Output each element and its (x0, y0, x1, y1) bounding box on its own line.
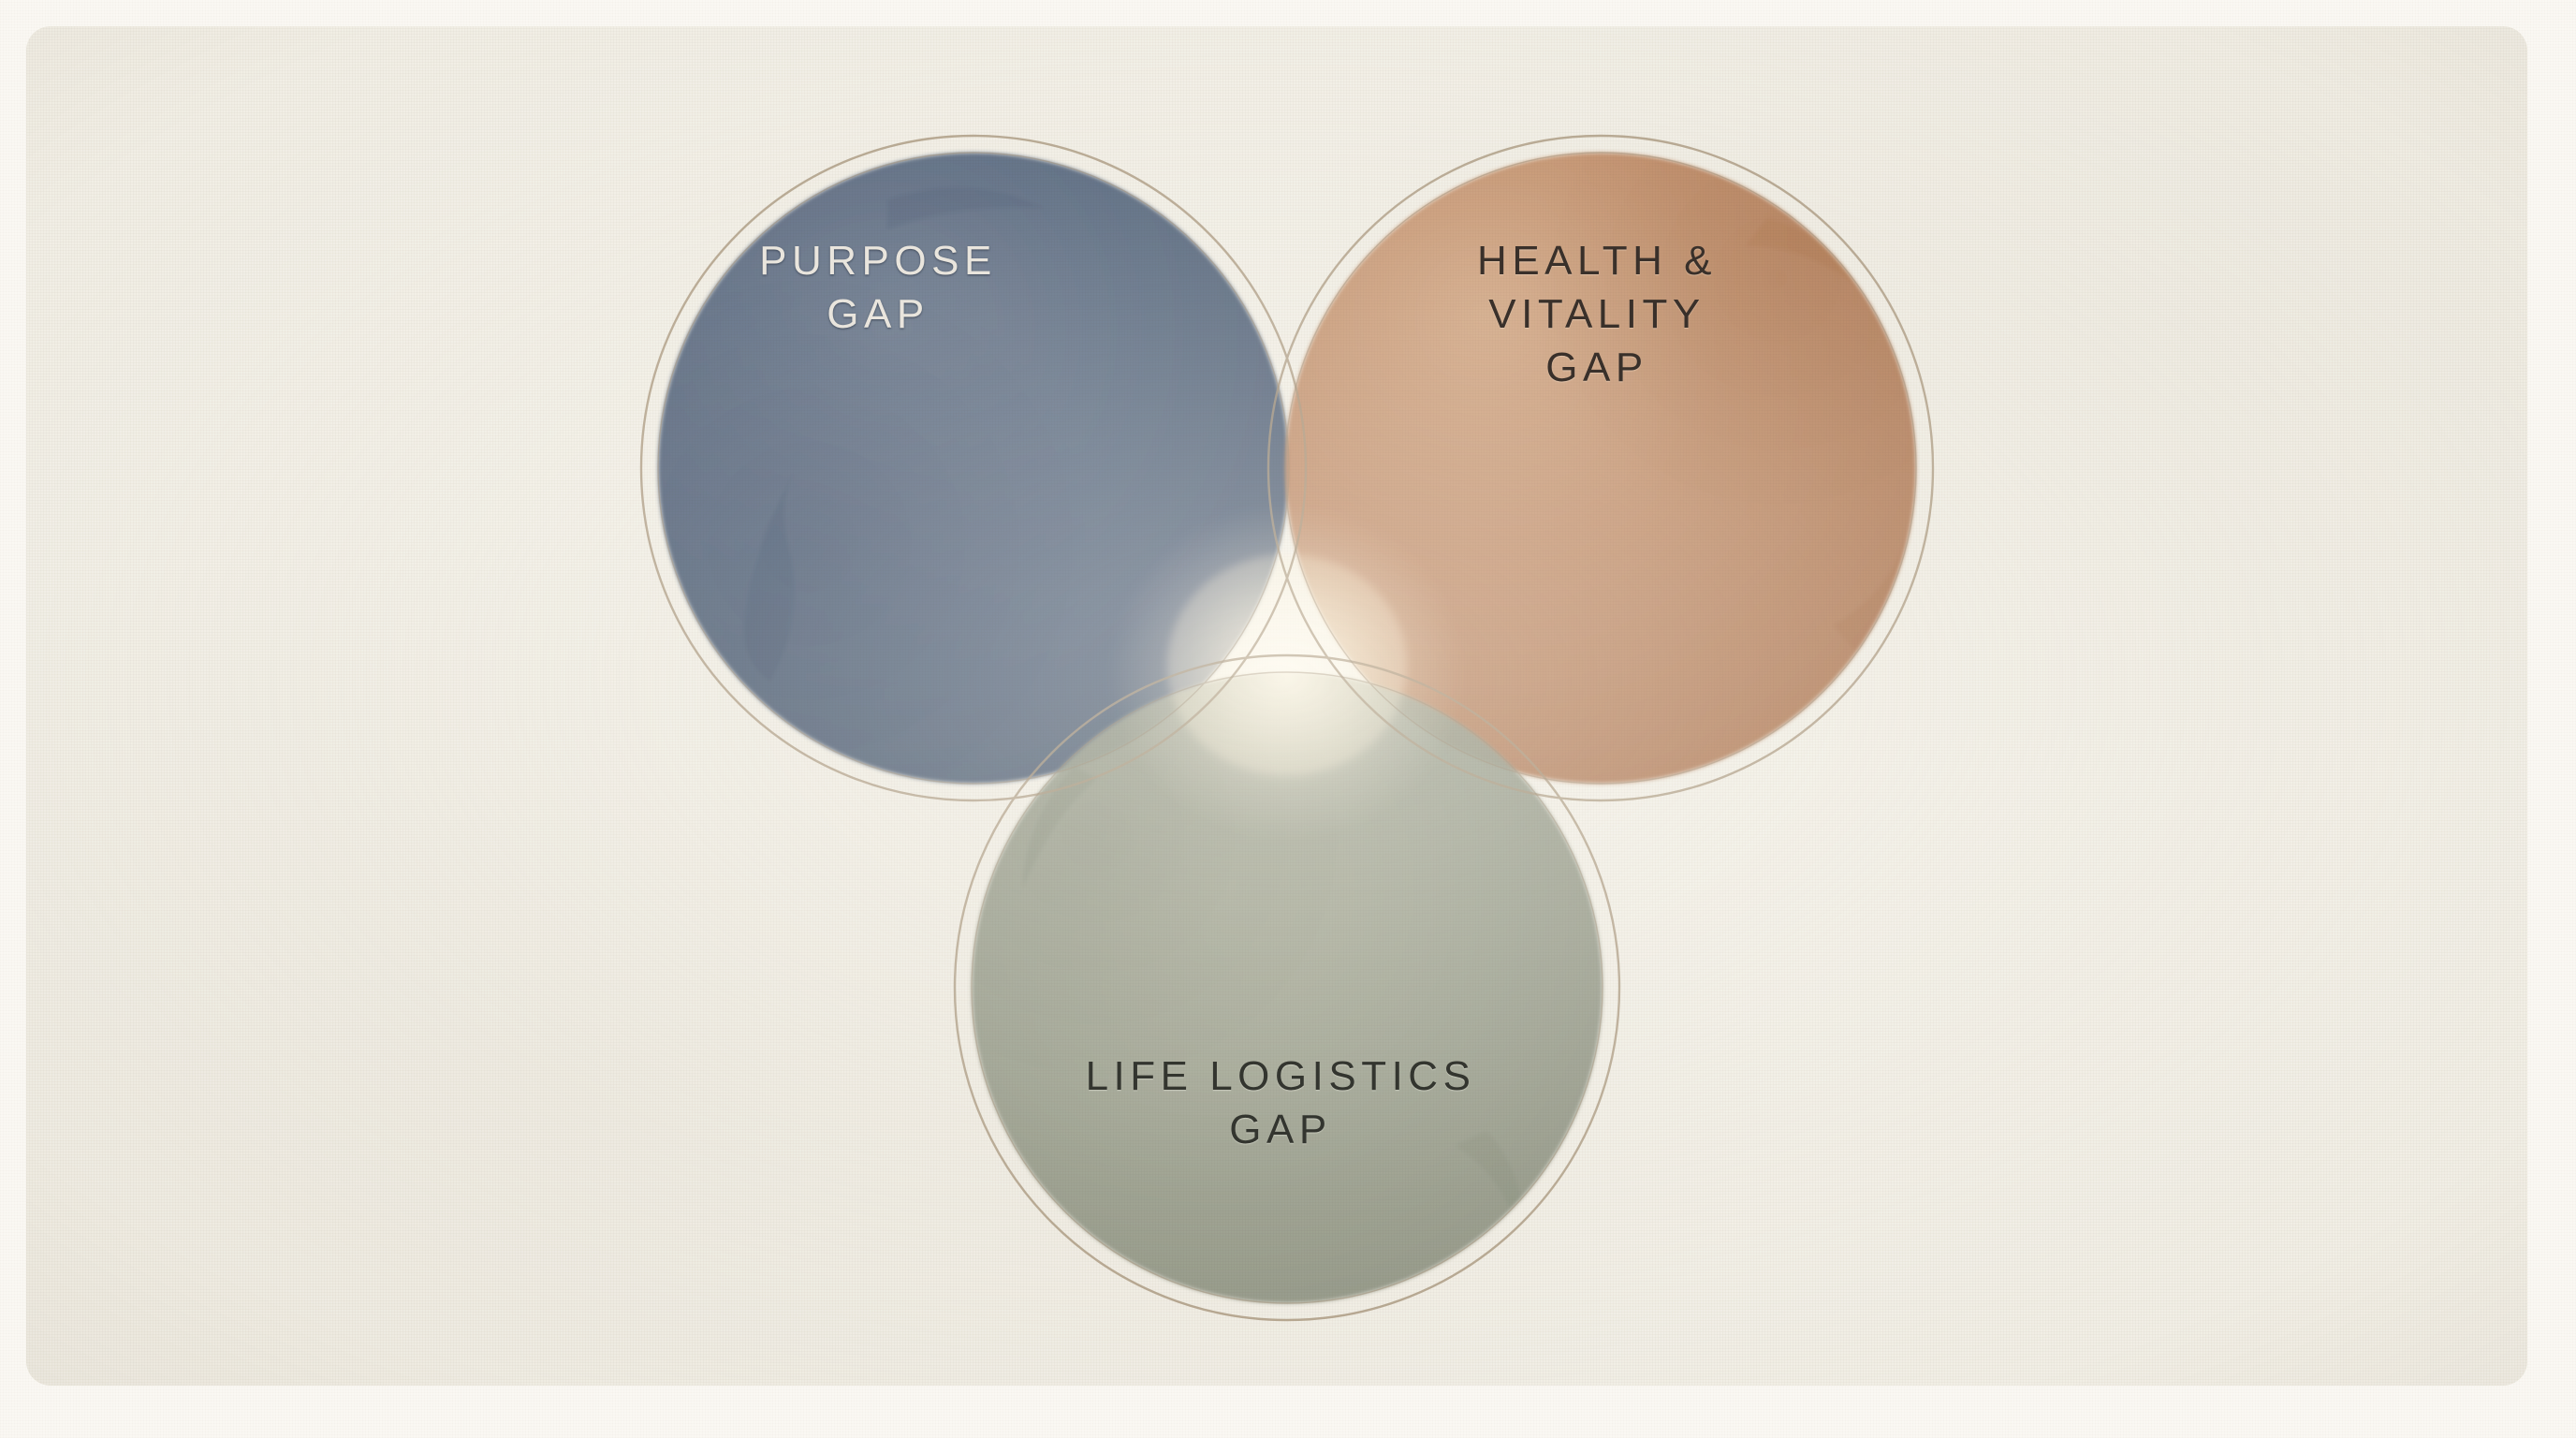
set-label-life-logistics-gap: LIFE LOGISTICS GAP (1085, 1053, 1476, 1153)
center-glow-warmth (1167, 554, 1407, 775)
ring-outline-health (1266, 134, 1935, 802)
diagram-panel: PURPOSE GAP HEALTH & VITALITY GAP LIFE L… (26, 26, 2527, 1386)
ring-outline-life (953, 653, 1621, 1322)
circle-outlines (639, 134, 1935, 1322)
circle-fill-life (972, 672, 1603, 1303)
set-label-purpose-gap: PURPOSE GAP (759, 238, 997, 338)
circle-edge-lines (657, 152, 1917, 1304)
set-label-health-vitality-gap: HEALTH & VITALITY GAP (1477, 238, 1717, 391)
ring-outline-purpose (639, 134, 1308, 802)
venn-diagram-graphic (639, 134, 1935, 1322)
